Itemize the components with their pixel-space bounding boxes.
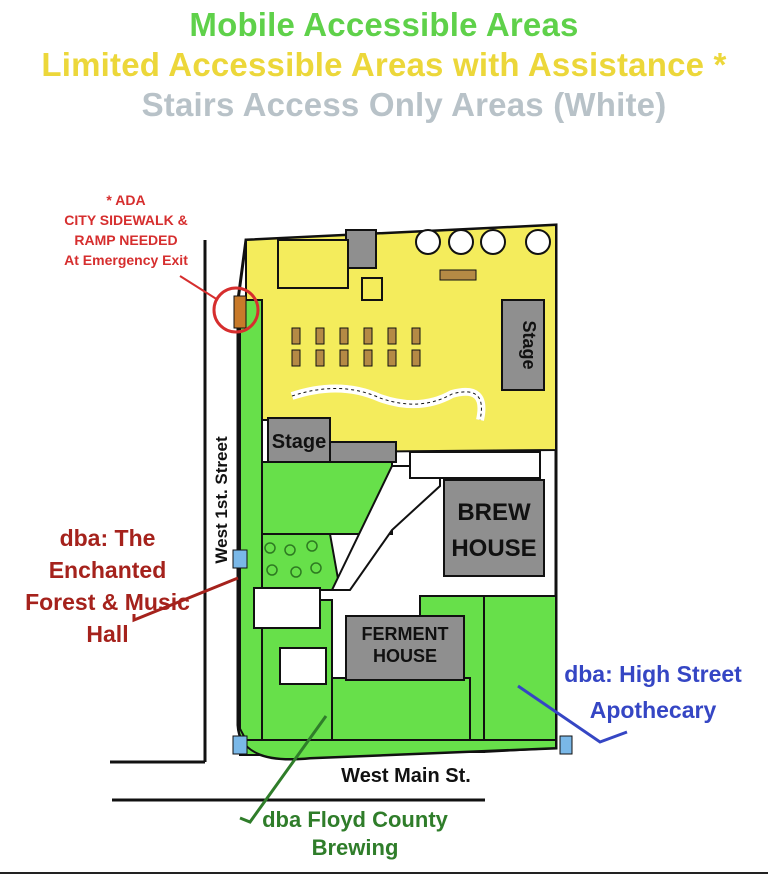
stage-label-mid: Stage (272, 431, 326, 453)
tree-icon (284, 544, 296, 556)
ada-note-line-3: RAMP NEEDED (74, 232, 178, 248)
picnic-tables (291, 269, 477, 367)
accessible-entry-west (232, 549, 248, 569)
small-shed (361, 277, 383, 301)
stage-label-top: Stage (519, 320, 539, 369)
gray-connector (329, 441, 397, 463)
stage-building-top (501, 299, 545, 391)
west-1st-street-label: West 1st. Street (212, 436, 231, 564)
ada-note: * ADA CITY SIDEWALK & RAMP NEEDED At Eme… (38, 190, 214, 270)
gazebo-roof (345, 229, 377, 269)
accessible-entry-east (559, 735, 573, 755)
tree-icon (266, 564, 278, 576)
tree-icon (264, 542, 276, 554)
ada-note-line-1: * ADA (106, 192, 146, 208)
ada-highlight-circle (212, 286, 260, 334)
umbrella-icon (525, 229, 551, 255)
umbrella-tables (415, 229, 551, 255)
brew-house-label-2: HOUSE (451, 535, 536, 562)
umbrella-icon (480, 229, 506, 255)
brew-house-building (443, 479, 545, 577)
emergency-exit-ramp (233, 295, 247, 329)
bottom-border (0, 872, 768, 874)
ada-pointer (179, 275, 219, 301)
legend-stairs-only: Stairs Access Only Areas (White) (141, 86, 667, 123)
enchanted-callout-line (132, 576, 239, 623)
stage-building-mid (267, 417, 331, 463)
floyd-callout-line (239, 715, 328, 824)
dba-floyd-line-2: Brewing (311, 835, 399, 860)
dba-enchanted-forest-label: dba: The Enchanted Forest & Music Hall (10, 522, 205, 650)
pavilion (277, 239, 349, 289)
accessible-entries (232, 549, 573, 755)
tree-icon (310, 562, 322, 574)
ada-note-line-2: CITY SIDEWALK & (64, 212, 188, 228)
dba-floyd-county-label: dba Floyd County Brewing (255, 806, 455, 862)
white-upper-walk (409, 451, 541, 479)
tree-icon (290, 566, 302, 578)
legend-limited-accessible: Limited Accessible Areas with Assistance… (41, 46, 727, 83)
west-main-street-label: West Main St. (341, 765, 471, 787)
tree-icon (306, 540, 318, 552)
green-ferment-patio (329, 677, 471, 749)
ferment-house-building (345, 615, 465, 681)
high-street-callout-line (517, 684, 628, 744)
ferment-house-label-1: FERMENT (362, 624, 449, 644)
umbrella-icon (415, 229, 441, 255)
green-side-path (239, 299, 263, 756)
green-forest-area (261, 533, 342, 591)
dba-high-street-line-1: dba: High Street (564, 661, 742, 687)
white-annex (279, 647, 327, 685)
brew-house-label-1: BREW (457, 499, 531, 526)
accessible-entry-corner (232, 735, 248, 755)
dba-high-street-line-2: Apothecary (589, 697, 717, 723)
white-small-building (253, 587, 321, 629)
dba-enchanted-line-2: Forest & Music Hall (25, 589, 190, 647)
stone-walkway-edge (291, 388, 482, 421)
green-apothecary (483, 595, 557, 754)
ada-note-line-4: At Emergency Exit (64, 252, 188, 268)
dba-floyd-line-1: dba Floyd County (262, 807, 448, 832)
forest-trees (264, 540, 322, 578)
umbrella-icon (448, 229, 474, 255)
dba-high-street-label: dba: High Street Apothecary (562, 656, 744, 728)
ferment-house-label-2: HOUSE (373, 646, 437, 666)
legend-mobile-accessible: Mobile Accessible Areas (189, 6, 579, 43)
dba-enchanted-line-1: dba: The Enchanted (48, 525, 167, 583)
